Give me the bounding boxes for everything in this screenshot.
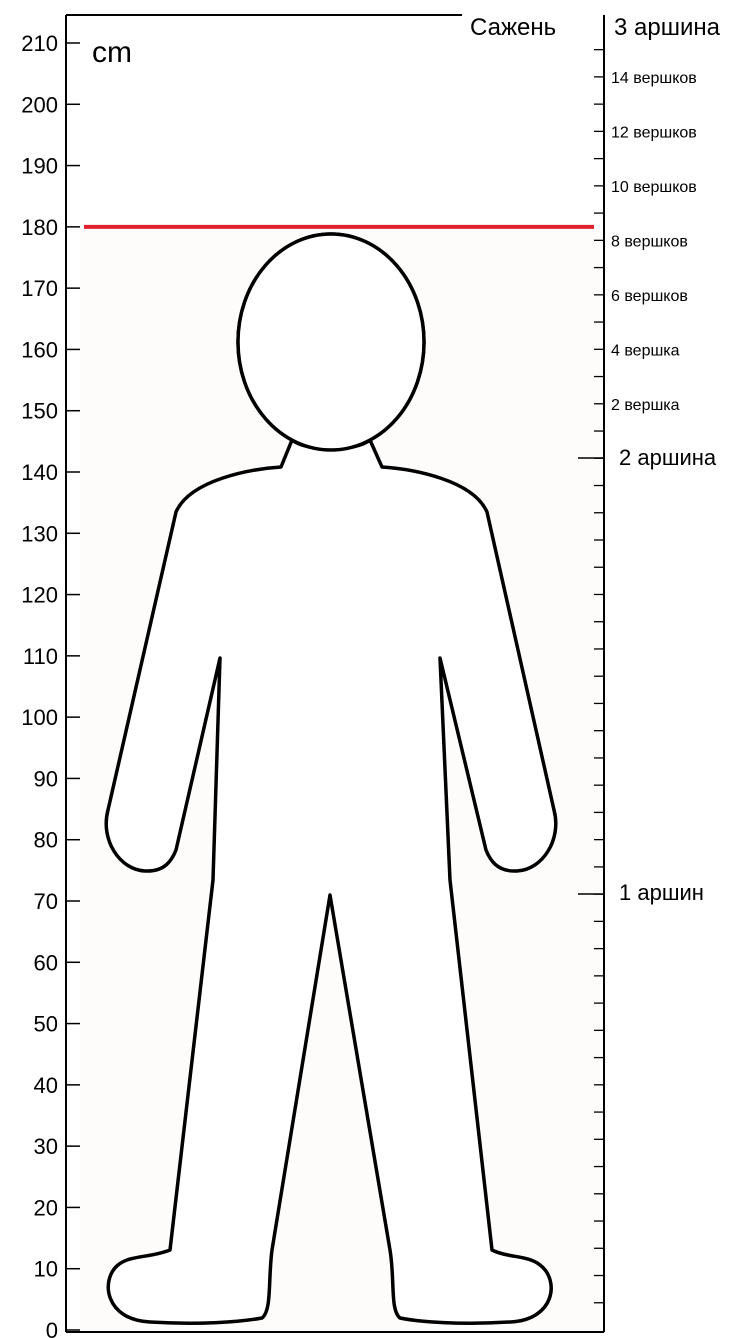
head-front [238,234,424,450]
cm-tick-label: 120 [21,583,58,608]
sazhen-label: Сажень [470,14,556,41]
cm-tick-label: 210 [21,31,58,56]
cm-tick-label: 160 [21,337,58,362]
cm-tick-label: 200 [21,92,58,117]
cm-tick-label: 140 [21,460,58,485]
cm-tick-label: 180 [21,215,58,240]
cm-tick-label: 90 [34,766,58,791]
cm-tick-label: 190 [21,154,58,179]
cm-tick-label: 20 [34,1195,58,1220]
cm-tick-label: 0 [46,1318,58,1338]
cm-tick-label: 130 [21,521,58,546]
vershok-label: 4 вершка [611,342,680,359]
vershok-label: 8 вершков [611,233,688,250]
cm-tick-label: 100 [21,705,58,730]
arshin-1-label: 1 аршин [619,880,704,905]
vershok-label: 14 вершков [611,70,697,87]
cm-tick-label: 170 [21,276,58,301]
arshin-2-label: 2 аршина [619,445,717,470]
cm-tick-label: 50 [34,1012,58,1037]
cm-tick-label: 150 [21,399,58,424]
cm-tick-label: 30 [34,1134,58,1159]
cm-ticks: 0 10 20 30 40 50 60 70 80 90 100 110 120 130 140 150 160… [21,31,80,1338]
cm-tick-label: 40 [34,1073,58,1098]
vershok-label: 10 вершков [611,179,697,196]
cm-tick-label: 110 [23,644,58,669]
arshin-3-label: 3 аршина [614,14,721,41]
vershok-label: 12 вершков [611,124,697,141]
cm-tick-label: 60 [34,950,58,975]
vershok-label: 2 вершка [611,397,680,414]
cm-unit-label: cm [92,36,132,69]
vershok-label: 6 вершков [611,288,688,305]
cm-tick-label: 70 [34,889,58,914]
vershok-labels: 2 вершка 4 вершка 6 вершков 8 вершков 10 вер… [611,70,697,414]
cm-tick-label: 10 [34,1257,58,1282]
cm-tick-label: 80 [34,828,58,853]
